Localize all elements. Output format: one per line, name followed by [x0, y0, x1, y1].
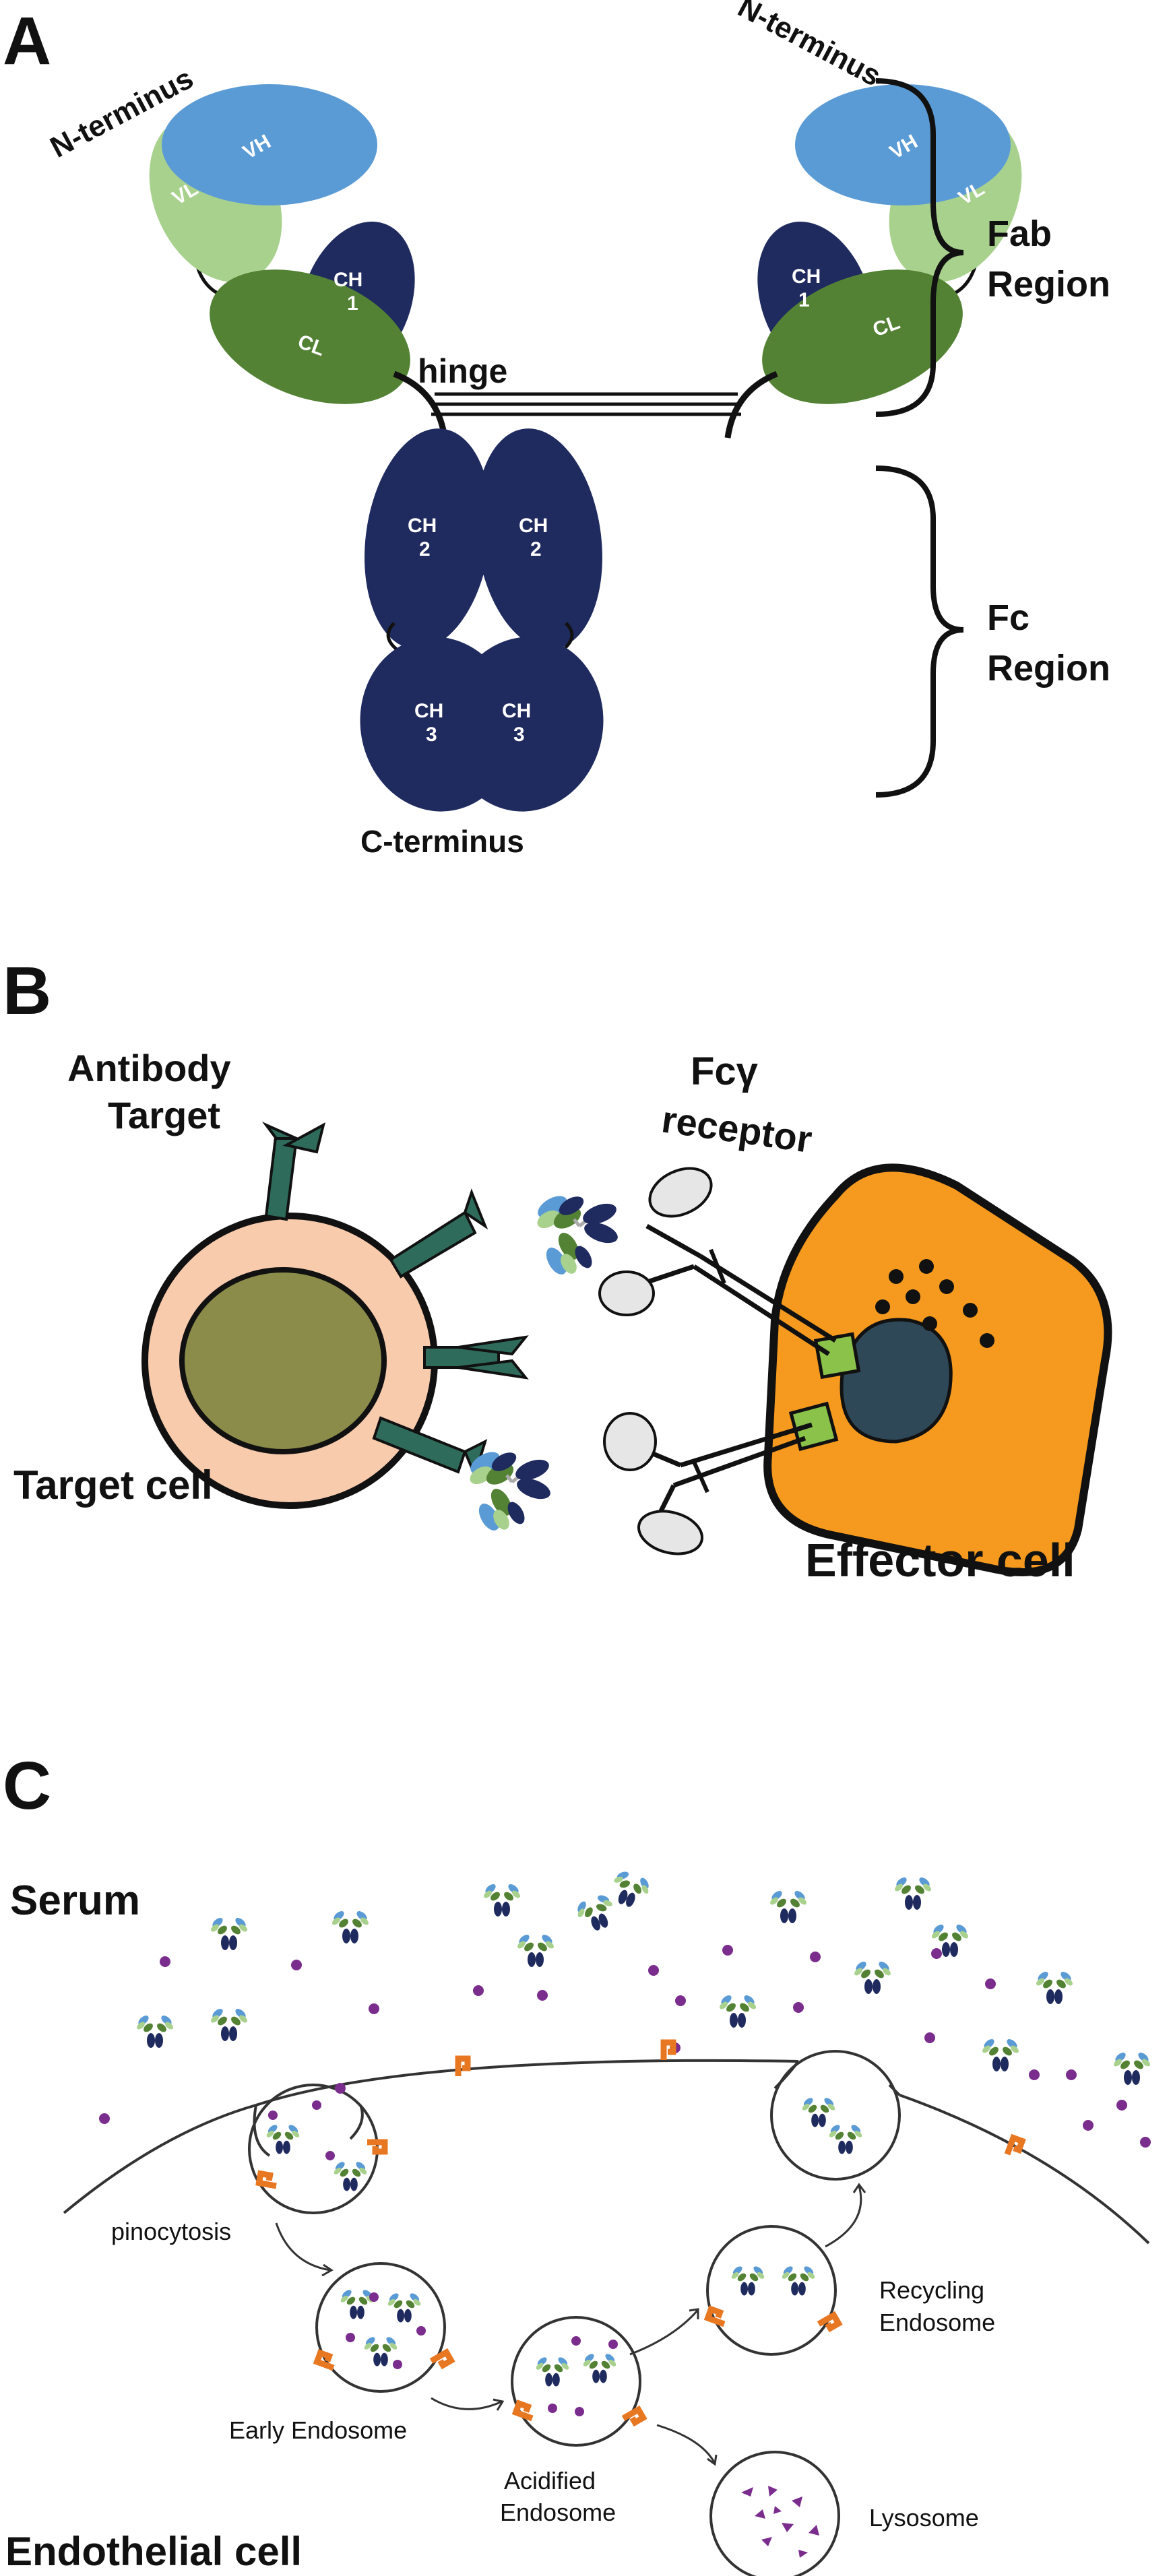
- fc-brace: [875, 465, 964, 798]
- arrow-to-early-endosome: [275, 2222, 331, 2272]
- antibody-target-label-2: Target: [108, 1094, 220, 1136]
- fcrn-membrane-3: [1007, 2138, 1022, 2158]
- granule-5: [875, 1299, 890, 1314]
- pinocytic-vesicle-contents: [259, 2100, 385, 2191]
- effector-cell-nucleus: [840, 1318, 953, 1444]
- right-ch2-label-ch: CH: [519, 515, 548, 537]
- target-cell-label: Target cell: [13, 1462, 213, 1508]
- left-ch3-label-num: 3: [426, 723, 437, 746]
- recycling-endosome-label-2: Endosome: [879, 2309, 995, 2336]
- fab-region-label-2: Region: [987, 264, 1110, 304]
- left-ch2-label-ch: CH: [408, 515, 437, 537]
- panel-c-letter: C: [3, 1748, 51, 1824]
- arrow-to-lysosome: [656, 2424, 716, 2463]
- pinocytosis-label: pinocytosis: [111, 2218, 231, 2245]
- exocytic-vesicle: [770, 2050, 901, 2181]
- right-ch3-label-ch: CH: [502, 700, 531, 722]
- left-hinge-chain: [393, 371, 448, 439]
- fab-brace: [875, 78, 964, 417]
- exocytic-vesicle-contents: [800, 2096, 864, 2154]
- right-ch2-label-num: 2: [530, 538, 542, 560]
- right-cl-domain: [762, 269, 963, 404]
- left-ch1-label-num: 1: [347, 292, 358, 315]
- left-vh-domain: [162, 84, 377, 205]
- pinocytic-pit-1-left: [253, 2104, 271, 2157]
- recycling-endosome-contents: [708, 2264, 839, 2332]
- granule-8: [980, 1333, 994, 1348]
- endothelial-cell-label: Endothelial cell: [5, 2529, 302, 2574]
- left-cl-domain: [210, 269, 410, 404]
- lysosome-contents: [741, 2486, 819, 2558]
- serum-antibodies: [135, 1867, 1151, 2085]
- fc-region-label-1: Fc: [987, 598, 1030, 638]
- granule-3: [906, 1289, 920, 1304]
- fcrn-membrane-2: [664, 2042, 673, 2060]
- membrane-right: [888, 2084, 1150, 2245]
- lysosome: [709, 2451, 840, 2576]
- early-endosome: [315, 2262, 446, 2393]
- membrane-top: [255, 2059, 799, 2140]
- granule-7: [922, 1316, 937, 1331]
- fc-receptor-label-2: receptor: [659, 1097, 815, 1161]
- left-ch2-label-num: 2: [419, 538, 431, 560]
- acidified-endosome-label-2: Endosome: [500, 2499, 616, 2526]
- recycling-endosome-label-1: Recycling: [879, 2276, 984, 2304]
- right-hinge-chain: [724, 371, 778, 439]
- fc-receptor-label-1: Fcγ: [691, 1050, 759, 1093]
- granule-1: [889, 1269, 904, 1284]
- panel-a: A N-terminus N-terminus VH VL CL CH 1 VH…: [3, 0, 1110, 859]
- lysosome-label: Lysosome: [869, 2504, 979, 2532]
- membrane-left: [63, 2104, 257, 2214]
- arrow-to-recycling-endosome: [629, 2310, 699, 2356]
- target-cell-nucleus: [179, 1267, 387, 1454]
- target-antigen-middle: [423, 1335, 529, 1380]
- right-ch1-label-num: 1: [798, 289, 810, 311]
- right-vh-domain: [795, 84, 1011, 205]
- antibody-upper: [534, 1192, 621, 1278]
- n-terminus-right-label: N-terminus: [732, 0, 886, 93]
- panel-c: C Serum: [3, 1748, 1151, 2576]
- fcrn-membrane-1: [458, 2059, 468, 2076]
- acidified-endosome-label-1: Acidified: [504, 2467, 596, 2494]
- hinge-label: hinge: [418, 352, 507, 390]
- acidified-endosome-contents: [516, 2336, 643, 2426]
- granule-6: [963, 1303, 978, 1318]
- fc-receptor-lower: [603, 1401, 839, 1555]
- fc-region-label-2: Region: [987, 648, 1110, 688]
- early-endosome-contents: [317, 2288, 451, 2369]
- early-endosome-label: Early Endosome: [229, 2416, 407, 2444]
- serum-label: Serum: [10, 1877, 140, 1924]
- effector-cell-label: Effector cell: [805, 1534, 1075, 1586]
- left-ch1-label-ch: CH: [334, 269, 362, 291]
- right-ch3-domain: [447, 637, 604, 812]
- left-ch2-ch3-connector: [386, 622, 399, 651]
- arrow-to-acidified-endosome: [431, 2397, 503, 2410]
- arrow-to-exocytosis: [825, 2185, 862, 2248]
- target-antigen-top: [261, 1122, 326, 1221]
- granule-4: [939, 1279, 954, 1294]
- panel-b: B Antibody Target Fcγ receptor: [3, 953, 1112, 1586]
- right-ch3-label-num: 3: [513, 723, 525, 746]
- right-ch2-domain: [476, 428, 602, 649]
- antibody-target-label-1: Antibody: [67, 1047, 231, 1089]
- granule-2: [919, 1259, 934, 1274]
- fab-region-label-1: Fab: [987, 214, 1052, 254]
- c-terminus-label: C-terminus: [360, 824, 524, 859]
- recycling-endosome: [706, 2225, 837, 2356]
- panel-a-letter: A: [3, 3, 51, 79]
- right-ch1-label-ch: CH: [792, 265, 821, 288]
- acidified-endosome: [511, 2316, 641, 2447]
- fc-receptor-upper: [598, 1167, 861, 1380]
- left-ch2-domain: [365, 428, 491, 649]
- target-antigen-upper: [389, 1188, 488, 1279]
- panel-b-letter: B: [3, 953, 51, 1029]
- left-ch3-label-ch: CH: [414, 700, 443, 722]
- antibody-lower: [467, 1448, 553, 1534]
